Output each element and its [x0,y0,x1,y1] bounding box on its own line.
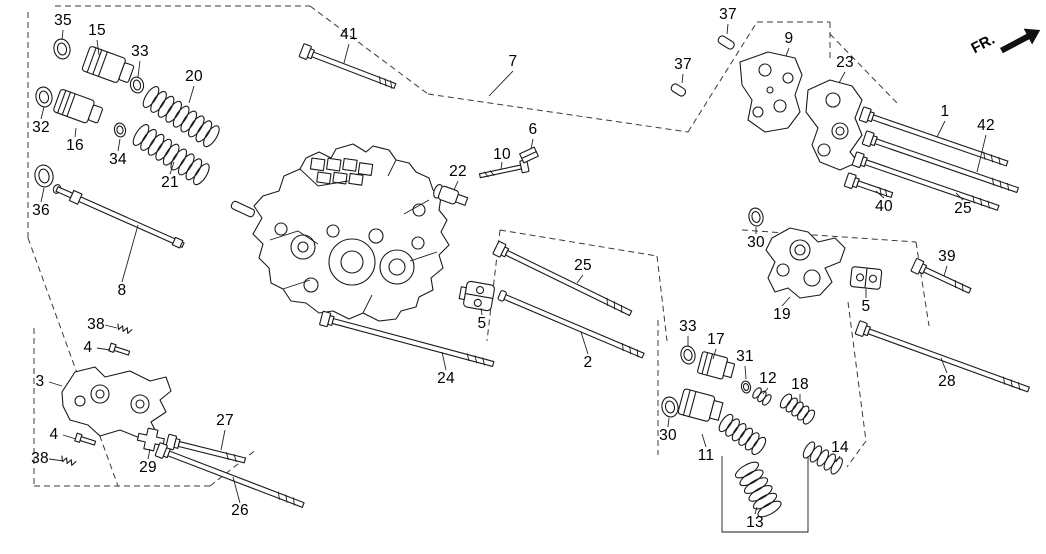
part-14-spring [802,441,843,475]
part-27-bolt [165,433,247,464]
part-31-oring [740,380,752,394]
part-19-servo [765,227,846,299]
part-22-fitting [433,184,469,206]
part-13-spring [721,456,809,533]
part-3-bracket [61,366,172,439]
leader-lines [40,23,987,515]
body-solenoid-block [309,157,374,186]
part-40-bolt [843,172,894,198]
part-38-pin-bottom [61,455,77,466]
part-12-spring [752,387,772,406]
part-26-bolt [154,442,305,508]
part-9-plate [739,51,803,133]
part-spring-mid [718,413,767,456]
part-11-piston [677,388,724,422]
part-24-bolt [319,310,495,367]
part-25-bolt-mid [492,240,633,317]
part-23-body [805,79,863,171]
part-34-oring [113,122,127,138]
part-10-bolt [478,159,530,179]
part-28-bolt [854,320,1030,393]
part-16-piston [53,89,103,124]
part-37-pin-left [670,83,687,97]
part-39-bolt [910,258,972,294]
fr-arrow-icon [1000,28,1041,54]
part-4-bolt-bottom [74,432,97,446]
part-15-piston [81,46,135,83]
part-20-spring [142,86,220,148]
dashed-boundaries [27,5,930,487]
part-4-bolt-top [108,342,131,356]
part-6-clip [519,146,539,164]
part-17-piston [697,351,736,380]
part-25-bolt-right [851,151,1000,211]
part-2-shaft [497,290,645,359]
part-38-pin-top [117,323,133,334]
part-35-oring [53,38,71,60]
part-18-spring [779,393,816,425]
part-36-oring [34,164,54,188]
part-33-oring-left [129,76,145,94]
part-33-oring-bottom [680,345,696,365]
part-32-oring [35,86,53,108]
part-21-spring [132,124,210,186]
part-41-bolt [298,43,397,89]
part-1-bolt [858,106,1009,167]
part-8-rod [52,184,185,249]
main-valve-body [230,143,450,322]
part-30-oring-top [748,207,764,227]
part-30-oring-bottom [661,396,679,418]
part-5-plate-right [849,266,883,290]
part-5-plate-mid [458,280,495,312]
part-42-bolt [861,130,1019,194]
part-37-pin-top [717,35,735,50]
